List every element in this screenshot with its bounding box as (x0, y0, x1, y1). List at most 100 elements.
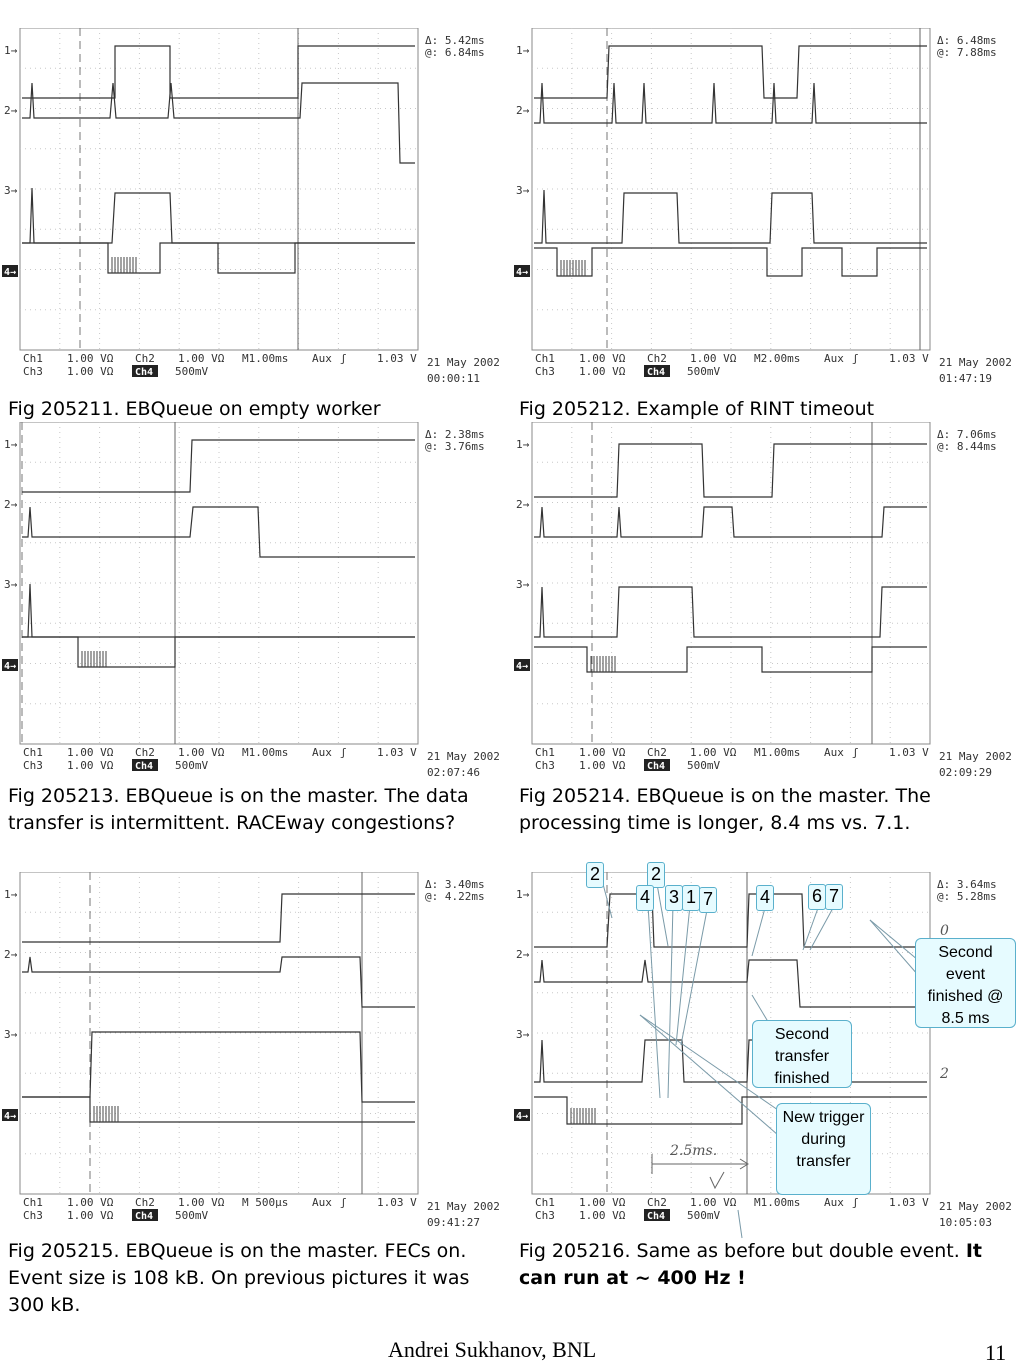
ch4-marker-box (514, 1109, 530, 1121)
delta-readout: Δ: 6.48ms (937, 34, 997, 47)
readout-row1: 1.03 V (377, 746, 417, 759)
channel-marker-4: 4→ (4, 267, 16, 278)
readout-row2: Ch3 (535, 365, 555, 378)
readout-row1: Aux (312, 1196, 332, 1209)
readout-row1: 1.00 VΩ (690, 746, 737, 759)
readout-row2: Ch3 (23, 759, 43, 772)
scope-time: 09:41:27 (427, 1216, 480, 1229)
readout-row1: M2.00ms (754, 352, 800, 365)
at-readout: @: 8.44ms (937, 440, 997, 453)
scope-date: 21 May 2002 (427, 1200, 500, 1213)
readout-ch4: Ch4 (135, 367, 153, 378)
readout-row2: 1.00 VΩ (67, 1209, 114, 1222)
readout-row1: 1.00 VΩ (67, 1196, 114, 1209)
readout-row1: 1.00 VΩ (178, 746, 225, 759)
channel-marker-3: 3→ (516, 184, 530, 197)
ch4-label-box (644, 759, 670, 771)
index-label-2a: 2 (586, 862, 604, 888)
readout-row2: Ch3 (535, 1209, 555, 1222)
caption-fig-205214: Fig 205214. EBQueue is on the master. Th… (519, 783, 1009, 837)
caption-fig-205212: Fig 205212. Example of RINT timeout (519, 396, 1014, 423)
readout-row2: 1.00 VΩ (579, 759, 626, 772)
scope-date: 21 May 2002 (427, 750, 500, 763)
callout-second-transfer-finished: Second transfer finished (752, 1020, 852, 1088)
readout-row1: Ch1 (535, 352, 555, 365)
index-label-7a: 7 (699, 887, 717, 913)
scope-time: 02:09:29 (939, 766, 992, 779)
trace-ch3 (534, 586, 927, 638)
caption-fig-205215: Fig 205215. EBQueue is on the master. FE… (8, 1238, 508, 1319)
scope-date: 21 May 2002 (427, 356, 500, 369)
ch4-marker-box (2, 1109, 18, 1121)
readout-ch4: Ch4 (135, 761, 153, 772)
index-label-7b: 7 (825, 884, 843, 910)
readout-row1: ʃ (852, 746, 859, 759)
scope-date: 21 May 2002 (939, 750, 1012, 763)
ch4-label-box (644, 365, 670, 377)
channel-marker-4: 4→ (516, 661, 528, 672)
channel-marker-1: 1→ (516, 44, 530, 57)
at-readout: @: 3.76ms (425, 440, 485, 453)
readout-row1: ʃ (852, 352, 859, 365)
trace-ch2 (22, 82, 415, 164)
caption-text: Fig 205213. EBQueue is on the master. Th… (8, 785, 469, 834)
trace-ch3 (22, 187, 415, 244)
readout-row1: M1.00ms (242, 746, 288, 759)
readout-ch4: Ch4 (647, 761, 665, 772)
ch4-label-box (132, 365, 158, 377)
delta-readout: Δ: 5.42ms (425, 34, 485, 47)
readout-row1: Ch2 (647, 352, 667, 365)
callout-new-trigger: New trigger during transfer (776, 1103, 871, 1195)
readout-row1: 1.03 V (889, 1196, 929, 1209)
channel-marker-2: 2→ (516, 498, 530, 511)
readout-row2: 500mV (175, 1209, 208, 1222)
caption-text: Fig 205212. Example of RINT timeout (519, 398, 875, 420)
channel-marker-1: 1→ (516, 438, 530, 451)
index-label-6: 6 (808, 884, 826, 910)
channel-marker-3: 3→ (4, 578, 18, 591)
readout-row1: ʃ (340, 746, 347, 759)
readout-row1: 1.03 V (377, 1196, 417, 1209)
readout-row1: M1.00ms (754, 1196, 800, 1209)
index-label-3: 3 (665, 885, 683, 911)
caption-fig-205216: Fig 205216. Same as before but double ev… (519, 1238, 1009, 1292)
channel-marker-3: 3→ (4, 1028, 18, 1041)
caption-text: Fig 205211. EBQueue on empty worker (8, 398, 381, 420)
caption-text: Fig 205215. EBQueue is on the master. FE… (8, 1240, 470, 1316)
channel-marker-3: 3→ (516, 1028, 530, 1041)
index-label-2b: 2 (647, 862, 665, 888)
channel-marker-4: 4→ (4, 661, 16, 672)
caption-text: Fig 205214. EBQueue is on the master. Th… (519, 785, 931, 834)
trace-ch4 (534, 646, 927, 673)
channel-marker-4: 4→ (4, 1111, 16, 1122)
readout-row2: 500mV (175, 759, 208, 772)
caption-text: Fig 205216. Same as before but double ev… (519, 1240, 966, 1262)
readout-row1: 1.00 VΩ (579, 352, 626, 365)
ch4-marker-box (2, 265, 18, 277)
readout-row1: 1.00 VΩ (67, 746, 114, 759)
readout-row2: Ch3 (535, 759, 555, 772)
readout-row2: 500mV (175, 365, 208, 378)
readout-row2: 500mV (687, 365, 720, 378)
ch4-marker-box (514, 659, 530, 671)
readout-row1: Aux (312, 746, 332, 759)
readout-row2: Ch3 (23, 1209, 43, 1222)
handwritten-check (709, 1171, 725, 1190)
readout-row1: Ch2 (647, 1196, 667, 1209)
at-readout: @: 6.84ms (425, 46, 485, 59)
delta-readout: Δ: 3.40ms (425, 878, 485, 891)
readout-row1: 1.00 VΩ (579, 746, 626, 759)
readout-row1: Ch2 (647, 746, 667, 759)
channel-marker-3: 3→ (4, 184, 18, 197)
readout-row2: 1.00 VΩ (67, 759, 114, 772)
span-arrowhead (739, 1158, 749, 1170)
at-readout: @: 7.88ms (937, 46, 997, 59)
caption-bold-text: It can run at ~ 400 Hz ! (519, 1240, 982, 1289)
channel-marker-2: 2→ (4, 498, 18, 511)
readout-row1: 1.00 VΩ (690, 352, 737, 365)
readout-row1: 1.00 VΩ (579, 1196, 626, 1209)
